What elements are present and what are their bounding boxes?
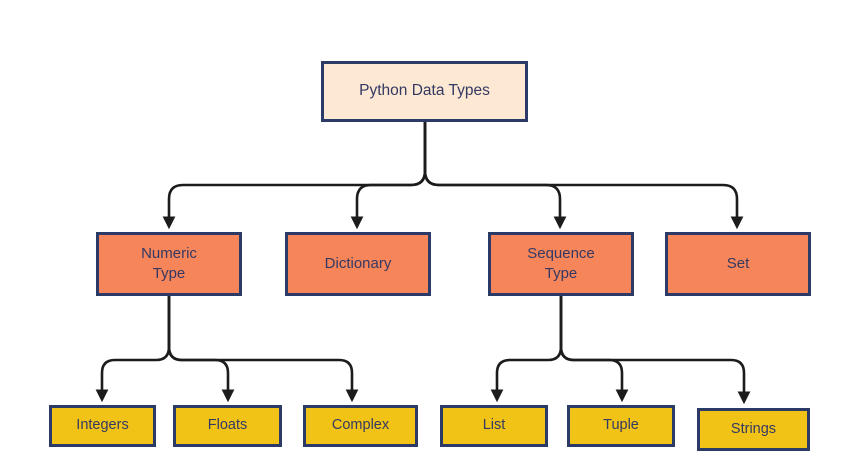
node-label: Complex: [331, 417, 390, 434]
node-dictionary: Dictionary: [285, 232, 431, 296]
node-label: Numeric Type: [141, 245, 197, 282]
node-set: Set: [665, 232, 811, 296]
node-tuple: Tuple: [567, 405, 675, 447]
node-integers: Integers: [49, 405, 156, 447]
node-list: List: [440, 405, 548, 447]
node-sequence-type: Sequence Type: [488, 232, 634, 296]
node-label: Integers: [76, 417, 129, 434]
connector-numeric-to-floats: [167, 296, 235, 403]
connector-root-to-sequence: [423, 122, 567, 230]
node-label: Tuple: [603, 417, 639, 434]
connector-root-to-dictionary: [350, 122, 427, 230]
node-label: Strings: [730, 420, 777, 437]
node-label: Sequence Type: [527, 245, 595, 282]
node-label: Set: [726, 255, 750, 273]
connector-sequence-to-tuple: [559, 296, 629, 403]
connector-root-to-numeric: [162, 122, 427, 230]
node-label: List: [482, 417, 506, 434]
node-label: Floats: [207, 417, 248, 434]
connector-sequence-to-strings: [559, 296, 751, 405]
node-complex: Complex: [303, 405, 418, 447]
connector-numeric-to-complex: [167, 296, 359, 403]
node-strings: Strings: [697, 408, 810, 451]
node-python-data-types: Python Data Types: [321, 61, 528, 122]
connector-sequence-to-list: [490, 296, 563, 403]
node-numeric-type: Numeric Type: [96, 232, 242, 296]
node-label: Dictionary: [324, 255, 392, 273]
node-floats: Floats: [173, 405, 282, 447]
node-label: Python Data Types: [359, 82, 490, 100]
connector-root-to-set: [423, 122, 744, 230]
connector-numeric-to-integers: [95, 296, 171, 403]
